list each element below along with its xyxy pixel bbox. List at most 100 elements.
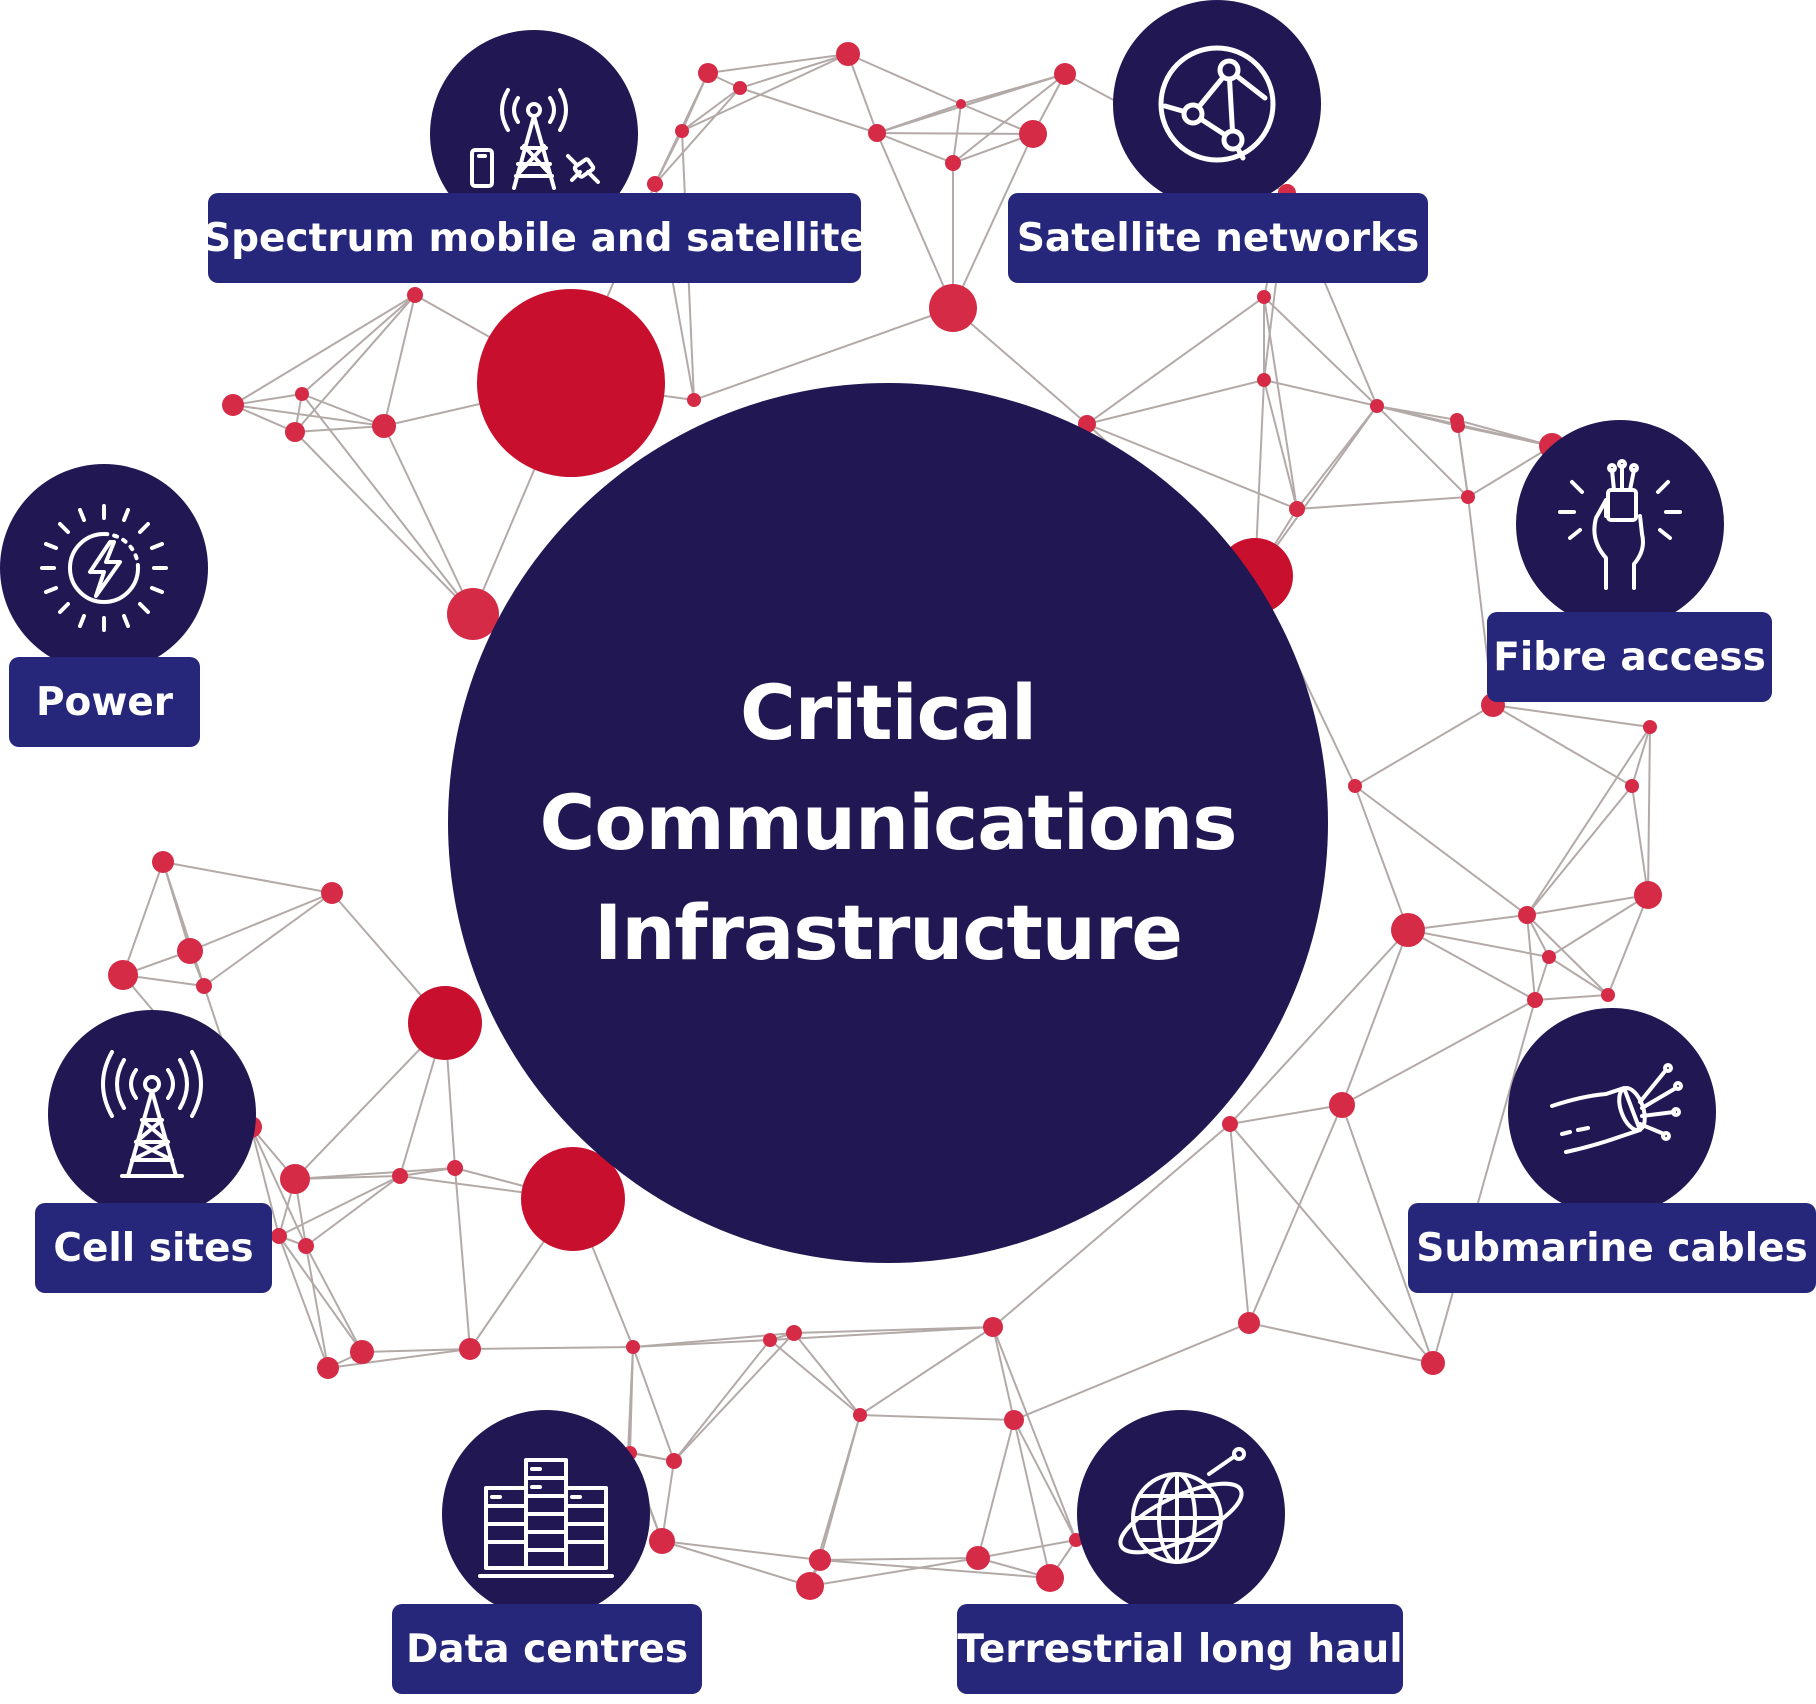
network-node — [836, 42, 860, 66]
server-racks-icon — [442, 1410, 650, 1618]
network-edge — [1492, 704, 1651, 728]
network-node — [372, 414, 396, 438]
network-node — [408, 986, 482, 1060]
network-edge — [1248, 1104, 1343, 1324]
network-node — [392, 1168, 408, 1184]
network-edge — [189, 892, 333, 952]
network-node — [868, 124, 886, 142]
network-node — [407, 287, 423, 303]
node-label-power[interactable]: Power — [9, 657, 200, 747]
network-edge — [876, 132, 1034, 135]
network-node — [1625, 779, 1639, 793]
network-edge — [203, 892, 333, 987]
network-edge — [632, 1346, 675, 1462]
network-edge — [232, 404, 385, 427]
network-edge — [1548, 956, 1609, 996]
node-label-data-centres[interactable]: Data centres — [392, 1604, 702, 1694]
network-edge — [1526, 785, 1633, 916]
network-edge — [1341, 1104, 1434, 1364]
network-node — [447, 588, 499, 640]
network-edge — [278, 1235, 329, 1369]
network-node — [1421, 1351, 1445, 1375]
network-edge — [1229, 1123, 1434, 1364]
network-edge — [305, 1175, 401, 1247]
network-edge — [1526, 914, 1536, 1001]
network-edge — [769, 1339, 861, 1416]
network-node — [447, 1160, 463, 1176]
network-node — [1329, 1092, 1355, 1118]
network-node — [1634, 881, 1662, 909]
network-edge — [876, 132, 954, 309]
network-edge — [847, 53, 878, 134]
network-edge — [122, 861, 164, 976]
network-edge — [162, 861, 333, 894]
network-edge — [654, 130, 683, 185]
network-edge — [1647, 726, 1651, 896]
network-edge — [1467, 445, 1553, 498]
node-label-cell-sites[interactable]: Cell sites — [35, 1203, 272, 1293]
network-edge — [1013, 1322, 1250, 1421]
network-edge — [739, 87, 878, 134]
node-label-fibre-access[interactable]: Fibre access — [1487, 612, 1772, 702]
network-node — [1019, 120, 1047, 148]
network-edge — [1526, 894, 1649, 916]
network-node — [1289, 501, 1305, 517]
node-label-satellite-networks[interactable]: Satellite networks — [1008, 193, 1428, 283]
network-node — [350, 1340, 374, 1364]
network-edge — [661, 1540, 821, 1561]
network-edge — [1534, 994, 1609, 1001]
network-node — [1004, 1410, 1024, 1430]
network-edge — [809, 1557, 979, 1587]
network-edge — [661, 1540, 811, 1587]
node-label-terrestrial-long-haul[interactable]: Terrestrial long haul — [957, 1604, 1403, 1694]
network-node — [1036, 1564, 1064, 1592]
network-node — [222, 394, 244, 416]
network-node — [853, 1408, 867, 1422]
network-node — [196, 978, 212, 994]
network-node — [521, 1147, 625, 1251]
network-node — [1238, 1312, 1260, 1334]
network-edge — [1263, 296, 1378, 407]
network-node — [271, 1228, 287, 1244]
network-edge — [454, 1167, 471, 1350]
network-edge — [1263, 296, 1298, 510]
node-label-spectrum-mobile-satellite[interactable]: Spectrum mobile and satellite — [203, 193, 866, 283]
network-edge — [1631, 726, 1651, 787]
network-node — [1451, 419, 1465, 433]
center-title-line-1: Critical — [739, 668, 1037, 757]
network-edge — [1086, 423, 1298, 510]
center-title-line-3: Infrastructure — [594, 888, 1183, 977]
center-circle: Critical Communications Infrastructure — [448, 383, 1328, 1263]
globe-orbit-icon — [1077, 1410, 1285, 1618]
network-edge — [1229, 1104, 1343, 1125]
network-edge — [876, 103, 962, 134]
network-edge — [1229, 929, 1409, 1125]
network-edge — [952, 307, 1088, 425]
network-node — [698, 63, 718, 83]
network-node — [1054, 63, 1076, 85]
hand-fibre-icon — [1516, 420, 1724, 628]
cable-fibre-icon — [1508, 1008, 1716, 1216]
cell-tower-icon — [48, 1010, 256, 1218]
network-edge — [769, 1326, 994, 1341]
network-edge — [876, 132, 954, 164]
network-edge — [383, 425, 474, 615]
node-label-submarine-cables[interactable]: Submarine cables — [1408, 1203, 1816, 1293]
network-node — [1348, 779, 1362, 793]
network-node — [1461, 490, 1475, 504]
network-node — [177, 938, 203, 964]
network-edge — [294, 425, 385, 433]
network-edge — [1492, 704, 1633, 787]
network-node — [649, 1528, 675, 1554]
network-node — [687, 393, 701, 407]
network-edge — [1229, 1123, 1250, 1324]
network-edge — [1341, 999, 1536, 1106]
network-node — [317, 1357, 339, 1379]
network-node — [1643, 720, 1657, 734]
network-edge — [952, 133, 1034, 309]
network-edge — [1407, 929, 1536, 1001]
network-edge — [1013, 1419, 1051, 1579]
network-edge — [162, 861, 205, 987]
network-edge — [992, 1123, 1231, 1328]
